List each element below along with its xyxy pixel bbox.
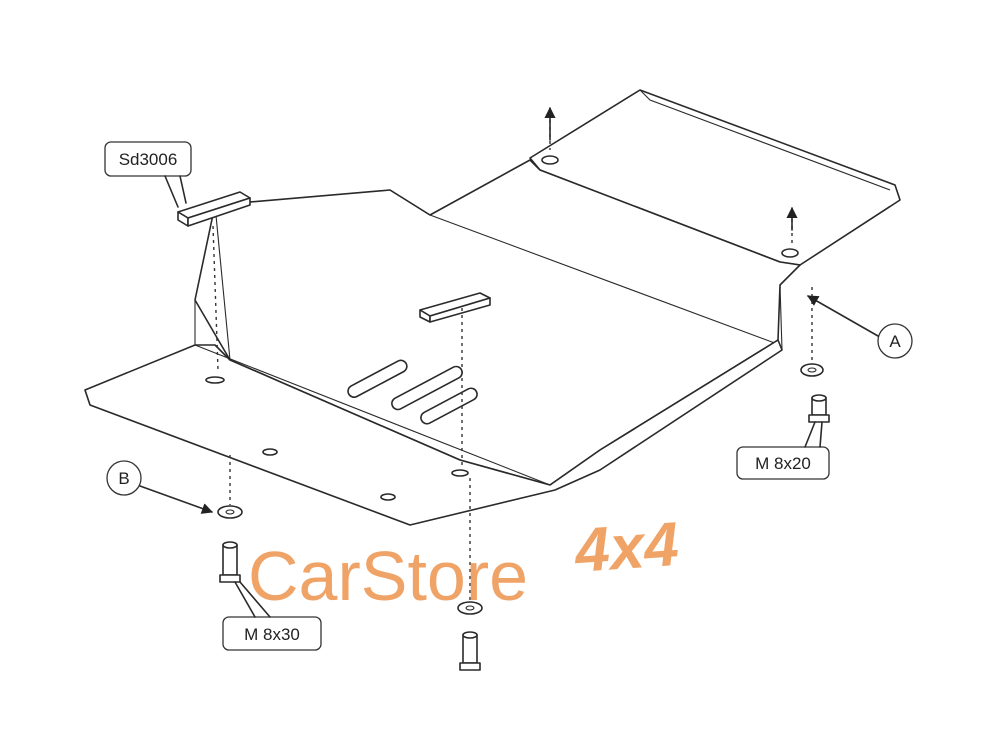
bolt-short-callout — [736, 446, 830, 480]
washer — [217, 505, 243, 519]
part-number-callout — [104, 141, 192, 177]
mount-hole — [380, 493, 396, 501]
part-number-label: Sd3006 — [119, 150, 178, 169]
spacer-bracket-sd3006 — [177, 191, 251, 227]
vent-slot — [420, 387, 478, 425]
bolt-m8x30 — [219, 541, 241, 583]
vent-slot — [391, 365, 463, 411]
watermark-accent: 4x4 — [571, 510, 681, 586]
bolt-long-callout — [222, 616, 322, 651]
watermark-brand: CarStore — [248, 537, 528, 615]
mount-hole — [541, 155, 559, 165]
mount-hole — [262, 448, 278, 456]
marker-b — [106, 460, 142, 496]
vent-slot — [347, 359, 408, 399]
washer — [457, 601, 483, 615]
mount-hole — [451, 469, 469, 477]
bolt-m8x30 — [459, 631, 481, 671]
assembly-line — [212, 225, 219, 371]
marker-b-label: B — [118, 469, 129, 488]
bolt-m8x20 — [808, 394, 830, 423]
washer — [800, 363, 824, 377]
mount-hole — [781, 248, 799, 258]
bolt-short-label: M 8x20 — [755, 454, 811, 473]
skid-plate — [84, 89, 901, 526]
mount-hole — [205, 376, 225, 384]
bolt-long-label: M 8x30 — [244, 625, 300, 644]
center-bracket — [419, 292, 491, 323]
marker-a-label: A — [889, 332, 901, 351]
marker-a — [877, 323, 913, 359]
